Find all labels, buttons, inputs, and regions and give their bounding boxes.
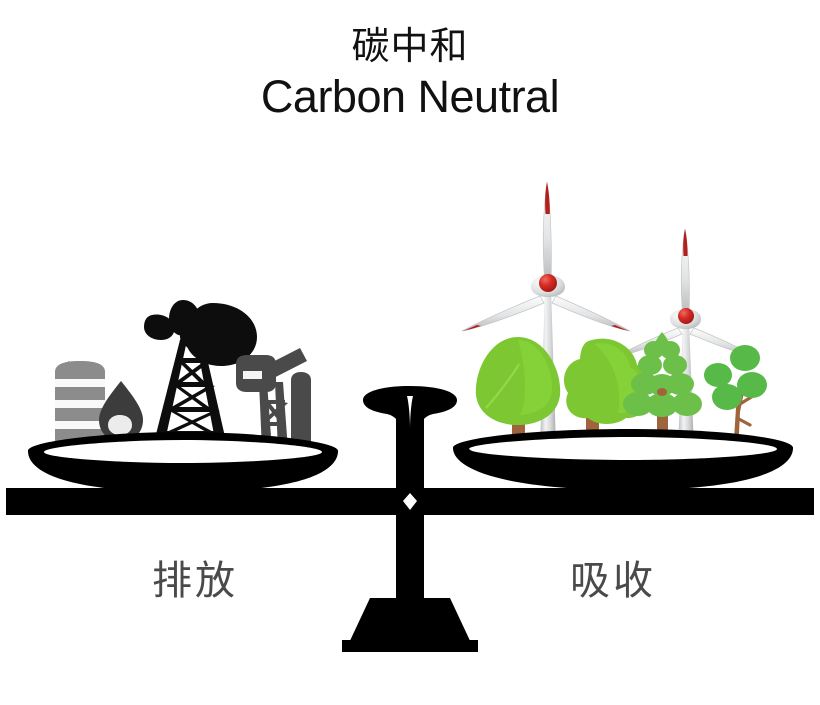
tree-round-large — [475, 337, 561, 457]
tree-sparse — [704, 345, 767, 455]
right-pan-contents — [461, 181, 767, 457]
barrel-rib — [52, 421, 108, 429]
turbine-hub — [539, 274, 557, 292]
scale-base-foot — [342, 640, 478, 652]
left-pan-contents — [52, 300, 318, 453]
turbine-blade-lower-left — [461, 295, 545, 332]
tree-foliage — [623, 332, 702, 417]
balance-scale-frame — [6, 386, 814, 652]
turbine-blade-lower-right — [551, 295, 631, 332]
pumpjack — [236, 348, 318, 453]
turbine-blade-up — [542, 181, 552, 286]
title-block: 碳中和 Carbon Neutral — [0, 22, 820, 124]
left-pan — [28, 432, 338, 512]
page-title-chinese: 碳中和 — [351, 24, 469, 68]
scale-cap-notch — [407, 396, 413, 430]
barrel-rib — [52, 379, 108, 387]
scale-beam-pivot-cutout — [403, 493, 417, 510]
turbine-hub — [678, 308, 694, 324]
caption-absorption: 吸收 — [570, 558, 656, 604]
turbine-blade-up — [680, 228, 690, 319]
droplet-highlight — [108, 415, 132, 435]
barrel-rib — [52, 400, 108, 408]
scale-base — [348, 598, 472, 645]
oil-barrel — [52, 361, 108, 447]
page-title-english: Carbon Neutral — [260, 71, 560, 122]
oil-droplet — [99, 381, 143, 442]
tree-hollow — [657, 388, 667, 396]
tree-foliage — [704, 345, 767, 410]
right-pan — [453, 429, 793, 510]
caption-emissions: 排放 — [152, 558, 238, 604]
